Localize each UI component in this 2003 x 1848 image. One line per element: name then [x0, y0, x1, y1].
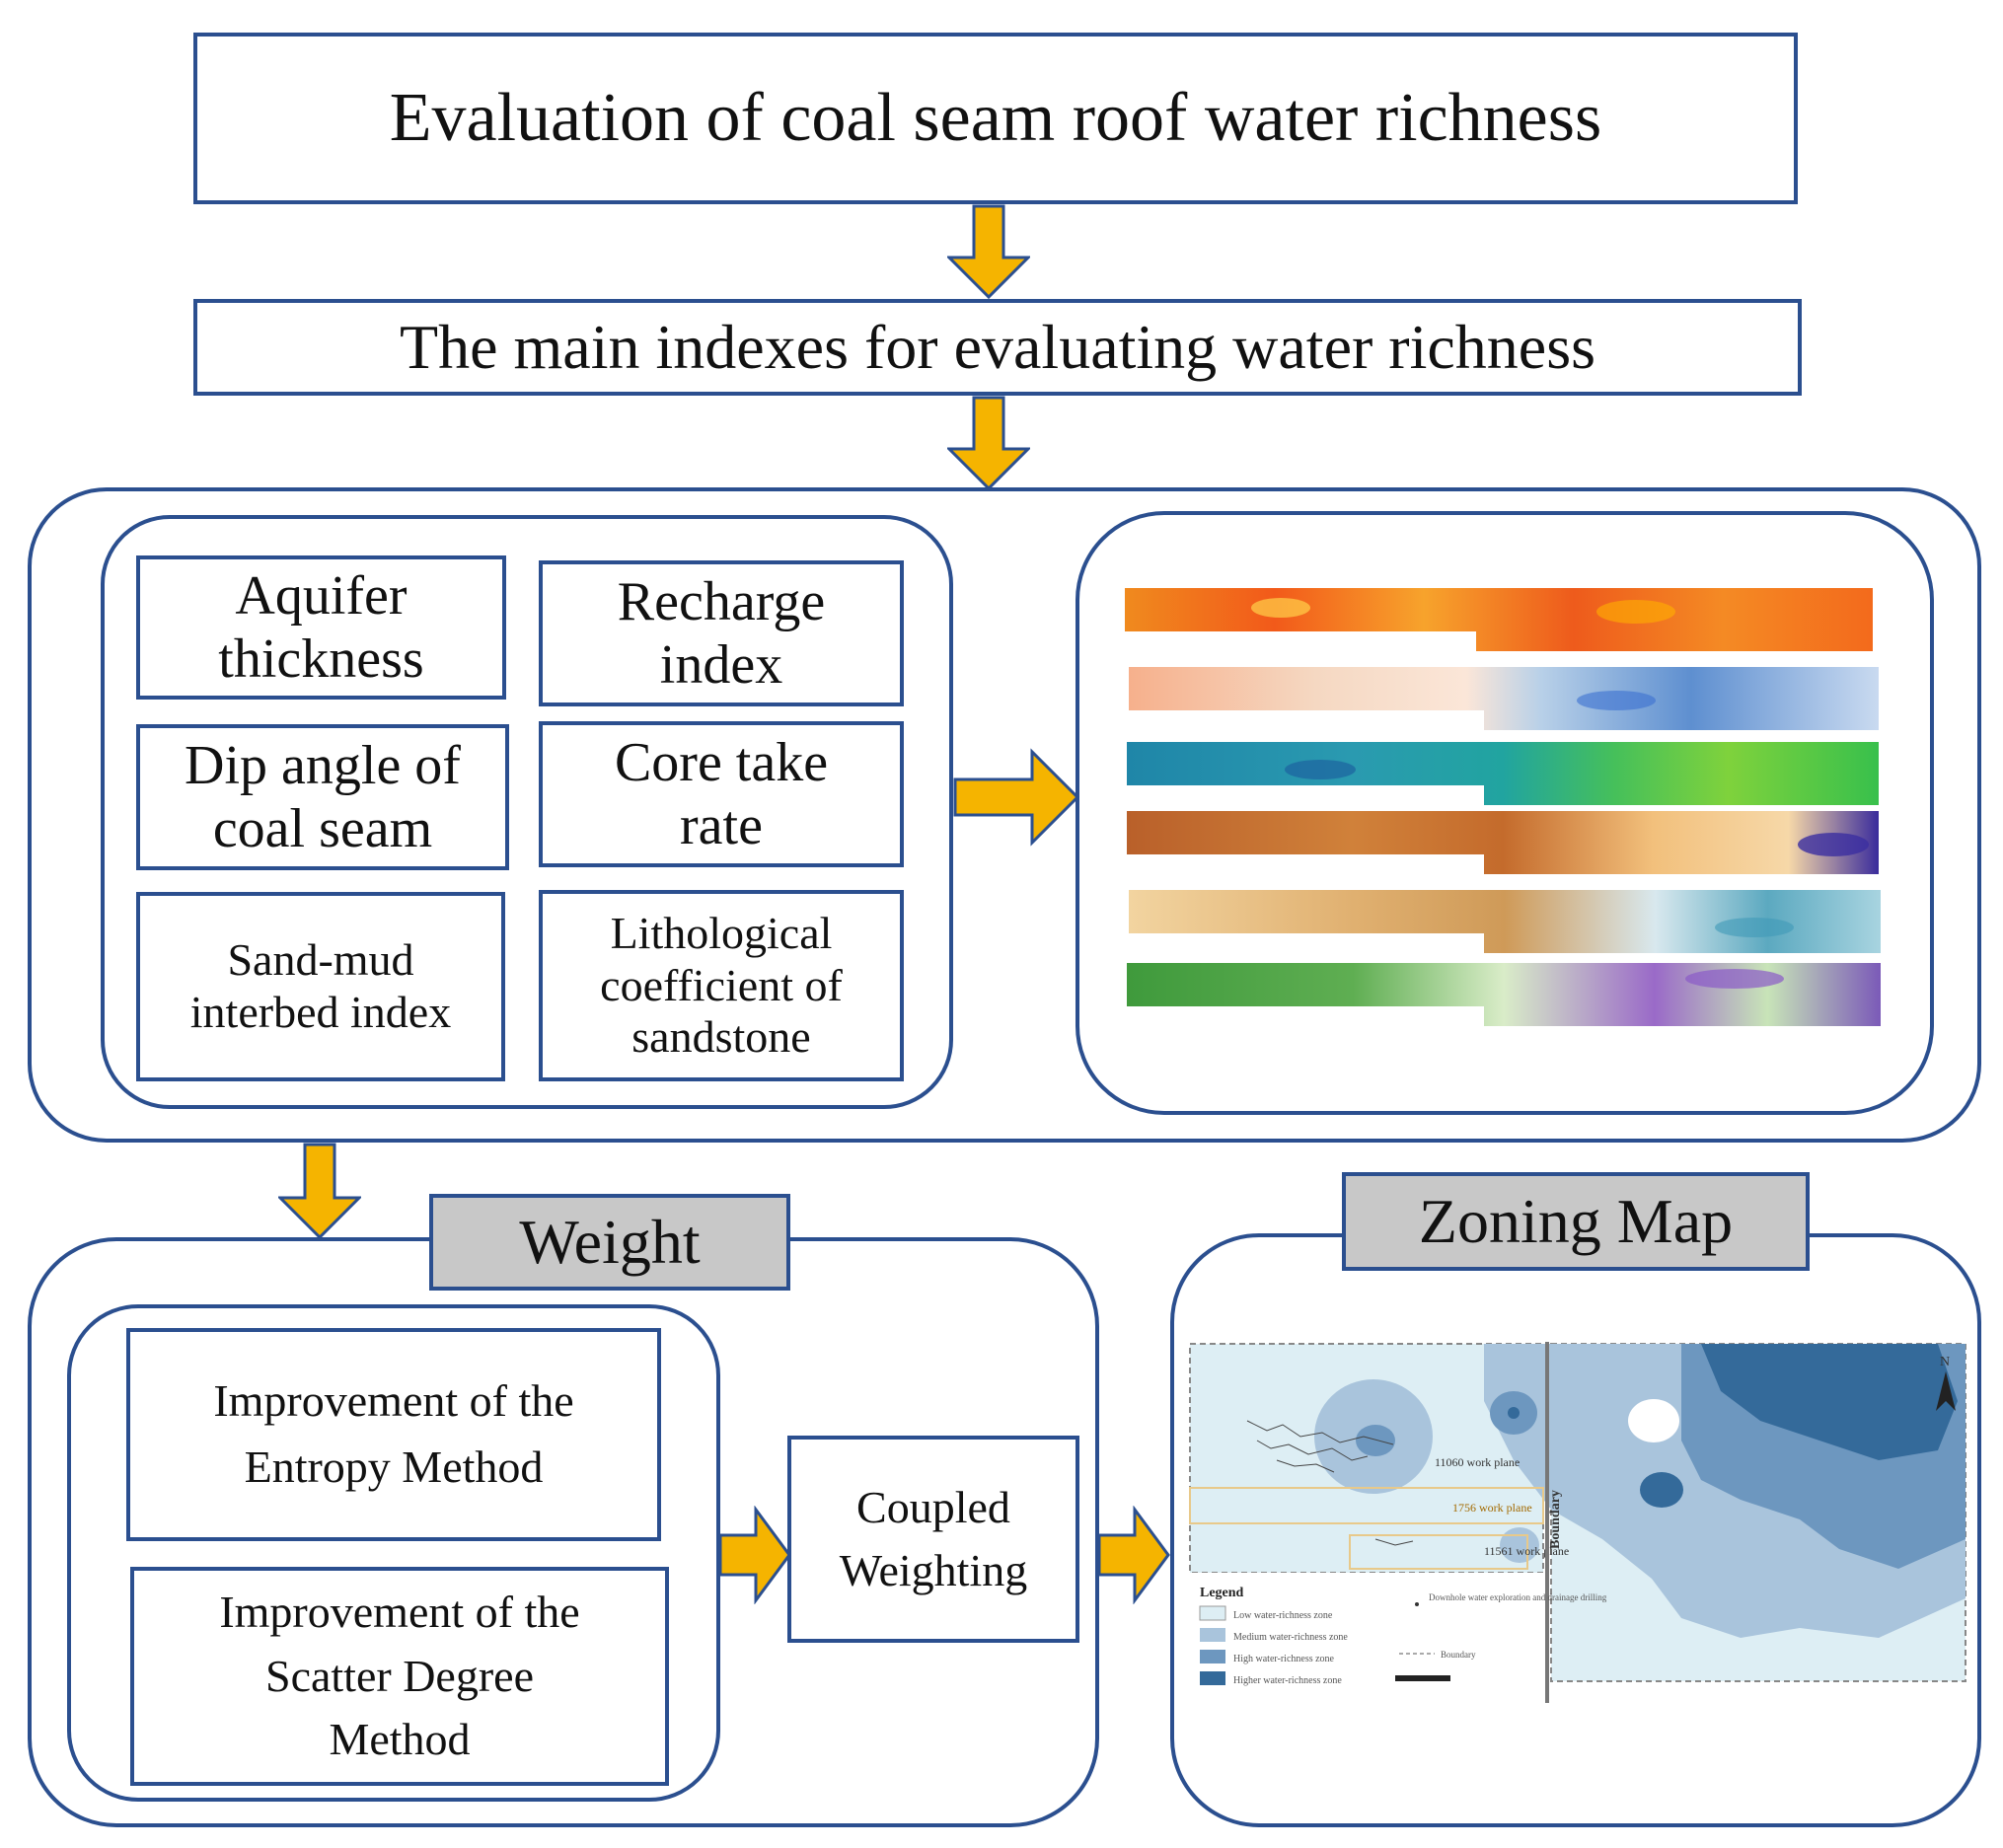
- indexes-group: [28, 487, 1981, 1143]
- legend-boundary: Boundary: [1441, 1650, 1476, 1660]
- index-dip-angle: Dip angle of coal seam: [136, 724, 509, 870]
- index-lithological: Lithological coefficient of sandstone: [539, 890, 904, 1081]
- place-label-2: 1756 work plane: [1452, 1501, 1532, 1515]
- indexes-panel: [101, 515, 953, 1109]
- scatter-degree-method-box: Improvement of the Scatter Degree Method: [130, 1567, 669, 1786]
- title-text: Evaluation of coal seam roof water richn…: [389, 79, 1602, 156]
- legend-low: Low water-richness zone: [1233, 1610, 1333, 1621]
- right-arrow-1: [953, 748, 1081, 847]
- factor-heatmaps: [1123, 582, 1883, 1041]
- title-box: Evaluation of coal seam roof water richn…: [193, 33, 1798, 204]
- legend-medium: Medium water-richness zone: [1233, 1632, 1348, 1643]
- index-aquifer-thickness: Aquifer thickness: [136, 555, 506, 700]
- heatmap-panel: [1076, 511, 1934, 1115]
- right-arrow-3: [1097, 1506, 1172, 1604]
- methods-panel: [67, 1304, 720, 1802]
- down-arrow-2: [947, 396, 1030, 490]
- boundary-label: Boundary: [1548, 1490, 1563, 1549]
- right-arrow-2: [718, 1506, 793, 1604]
- north-label: N: [1940, 1355, 1950, 1369]
- weight-label: Weight: [519, 1207, 701, 1278]
- weight-label-box: Weight: [429, 1194, 790, 1291]
- coupled-weighting-box: Coupled Weighting: [787, 1436, 1079, 1643]
- place-label-1: 11060 work plane: [1435, 1455, 1520, 1469]
- legend-drilling: Downhole water exploration and drainage …: [1429, 1592, 1607, 1602]
- down-arrow-1: [947, 204, 1030, 299]
- legend-title: Legend: [1200, 1586, 1244, 1600]
- index-recharge: Recharge index: [539, 560, 904, 706]
- subtitle-box: The main indexes for evaluating water ri…: [193, 299, 1802, 396]
- down-arrow-3: [278, 1143, 361, 1239]
- zoning-label-box: Zoning Map: [1342, 1172, 1810, 1271]
- subtitle-text: The main indexes for evaluating water ri…: [400, 312, 1595, 383]
- legend-higher: Higher water-richness zone: [1233, 1675, 1342, 1686]
- entropy-method-box: Improvement of the Entropy Method: [126, 1328, 661, 1541]
- index-sand-mud: Sand-mud interbed index: [136, 892, 505, 1081]
- zoning-label: Zoning Map: [1418, 1186, 1734, 1257]
- index-core-take-rate: Core take rate: [539, 721, 904, 867]
- legend-high: High water-richness zone: [1233, 1654, 1335, 1664]
- zoning-map: 11060 work plane 1756 work plane 11561 w…: [1188, 1342, 1969, 1708]
